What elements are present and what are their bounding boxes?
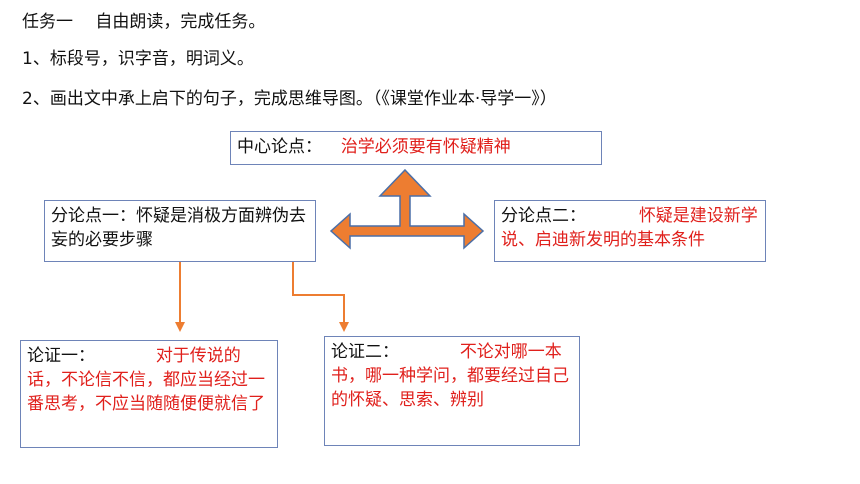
connector-arrow-proof-2 (292, 262, 349, 332)
sub-point-2-answer: 怀疑是建设新学说、启迪新发明的基本条件 (501, 206, 758, 250)
task-title: 任务一 自由朗读，完成任务。 (22, 12, 266, 32)
proof-2-box: 论证二： 不论对哪一本书，哪一种学问，都要经过自己的怀疑、思索、辨别 (324, 336, 580, 446)
sub-point-2-box: 分论点二： 怀疑是建设新学说、启迪新发明的基本条件 (494, 200, 766, 262)
center-thesis-box: 中心论点： 治学必须要有怀疑精神 (230, 131, 602, 165)
proof-1-label: 论证一： (27, 346, 95, 366)
task-step-1: 1、标段号，识字音，明词义。 (22, 49, 254, 69)
proof-2-label: 论证二： (331, 342, 399, 362)
task-step-2: 2、画出文中承上启下的句子，完成思维导图。（《课堂作业本·导学一》） (22, 89, 557, 109)
sub-point-2-label: 分论点二： (501, 206, 586, 226)
proof-2-answer: 不论对哪一本书，哪一种学问，都要经过自己的怀疑、思索、辨别 (331, 342, 569, 410)
three-way-arrow (329, 168, 485, 250)
connector-arrow-proof-1 (175, 262, 185, 332)
proof-1-box: 论证一： 对于传说的话，不论信不信，都应当经过一番思考，不应当随随便便就信了 (20, 340, 278, 448)
proof-1-answer: 对于传说的话，不论信不信，都应当经过一番思考，不应当随随便便就信了 (27, 346, 265, 414)
sub-point-1-text: 分论点一：怀疑是消极方面辨伪去妄的必要步骤 (51, 206, 306, 250)
center-thesis-answer: 治学必须要有怀疑精神 (340, 137, 511, 157)
sub-point-1-box: 分论点一：怀疑是消极方面辨伪去妄的必要步骤 (44, 200, 316, 262)
center-thesis-label: 中心论点： (237, 137, 322, 157)
